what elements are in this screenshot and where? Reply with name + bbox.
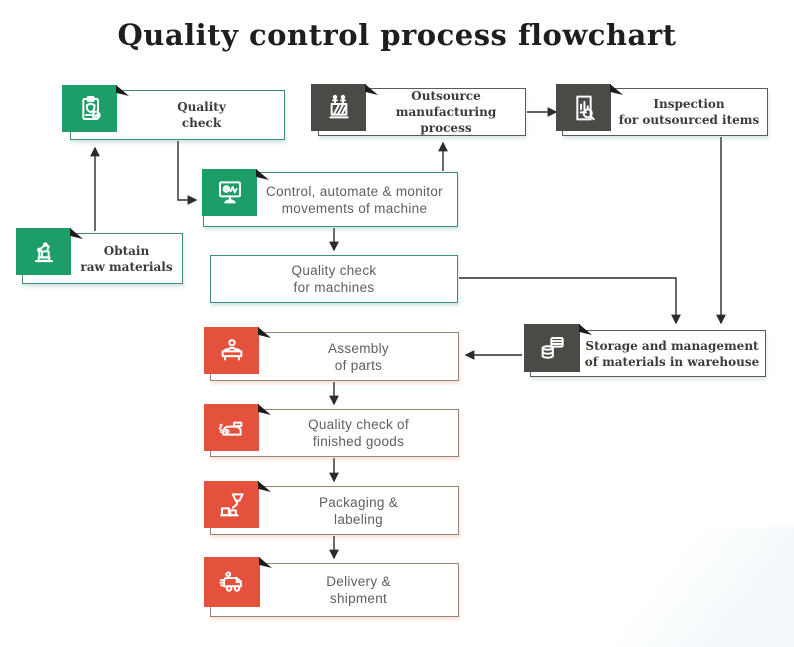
- fold-decoration: [579, 324, 592, 335]
- page-title: Quality control process flowchart: [117, 18, 677, 52]
- node-qc-machines: Quality check for machines: [210, 255, 458, 303]
- node-qc-finished-label: Quality check of finished goods: [308, 417, 409, 449]
- node-control-label: Control, automate & monitor movements of…: [266, 183, 443, 216]
- monitor-gear-icon: [202, 169, 269, 216]
- grinder-machine-icon: [204, 404, 271, 451]
- fold-decoration: [258, 481, 271, 492]
- fold-decoration: [365, 84, 378, 95]
- factory-machine-icon: [311, 84, 378, 131]
- node-storage-label: Storage and management of materials in w…: [584, 338, 760, 369]
- page-curl-decoration: [544, 527, 794, 647]
- fold-decoration: [116, 85, 129, 96]
- fold-decoration: [256, 169, 269, 180]
- node-obtain-label: Obtain raw materials: [80, 243, 173, 274]
- node-outsource-label: Outsource manufacturing process: [395, 89, 497, 135]
- node-delivery-label: Delivery & shipment: [326, 574, 391, 606]
- fold-decoration: [259, 557, 272, 568]
- delivery-truck-icon: [204, 557, 272, 607]
- clipboard-shield-check-icon: [62, 85, 129, 132]
- robot-arm-icon: [16, 228, 83, 275]
- report-magnifier-icon: [556, 84, 623, 131]
- node-packaging-label: Packaging & labeling: [318, 494, 399, 527]
- assembly-worker-icon: [204, 327, 271, 374]
- packaging-machine-icon: [204, 481, 271, 528]
- node-inspection-label: Inspection for outsourced items: [618, 97, 760, 127]
- fold-decoration: [610, 84, 623, 95]
- fold-decoration: [70, 228, 83, 239]
- node-qc-machines-label: Quality check for machines: [291, 263, 377, 295]
- fold-decoration: [258, 327, 271, 338]
- edge-quality-check-to-control: [177, 141, 198, 205]
- fold-decoration: [258, 404, 271, 415]
- edge-qc-machines-to-storage: [459, 277, 681, 325]
- storage-barrels-icon: [524, 324, 592, 372]
- node-quality-check-label: Quality check: [177, 100, 226, 130]
- node-assembly-label: Assembly of parts: [328, 340, 389, 373]
